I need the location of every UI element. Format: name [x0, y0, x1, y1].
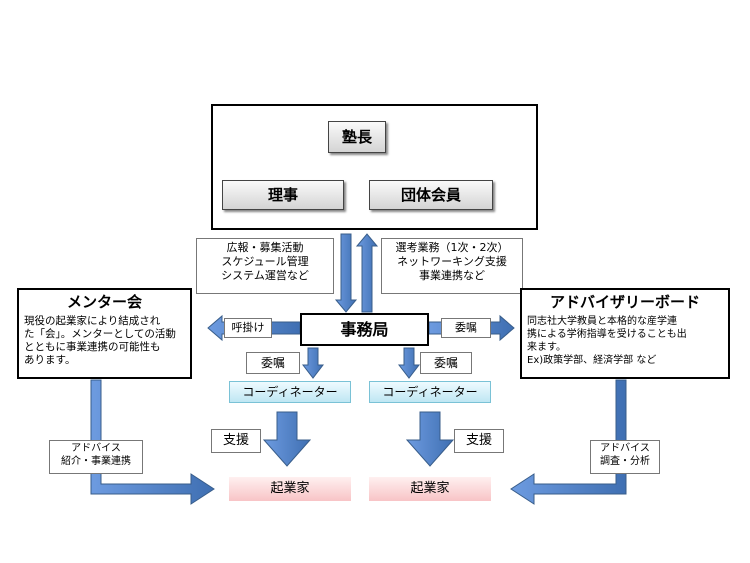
mentor-line: あります。: [24, 354, 76, 366]
advice-left-line: アドバイス: [71, 443, 121, 454]
advice-right-line: 調査・分析: [600, 455, 650, 467]
arrow-mentor-to-kigyoka: [90, 379, 215, 505]
advice-left-label: アドバイス 紹介・事業連携: [49, 440, 143, 474]
coordinator-right: コーディネーター: [369, 381, 491, 403]
riji-box: 理事: [222, 180, 344, 210]
down-activities-line: スケジュール管理: [221, 254, 309, 268]
advice-left-line: 紹介・事業連携: [61, 455, 131, 467]
up-activities-line: 選考業務（1次・2次）: [395, 241, 509, 254]
shien-left-label: 支援: [211, 429, 261, 453]
ishoku-center-label: 委嘱: [420, 352, 472, 374]
arrow-down-to-jimukyoku: [334, 233, 358, 313]
up-activities-line: 事業連携など: [419, 268, 485, 282]
shien-right-label: 支援: [454, 429, 504, 453]
mentor-body: 現役の起業家により結成され た「会」。メンターとしての活動 とともに事業連携の可…: [24, 315, 185, 367]
arrow-down-coordinator-left: [301, 347, 325, 379]
kigyoka-left: 起業家: [229, 477, 351, 501]
advisory-line: 来ます。: [527, 342, 566, 353]
mentor-line: 現役の起業家により結成され: [24, 315, 161, 327]
up-activities-label: 選考業務（1次・2次） ネットワーキング支援 事業連携など: [381, 238, 523, 294]
advisory-line: Ex)政策学部、経済学部 など: [527, 355, 657, 366]
arrow-down-shien-left: [262, 411, 312, 467]
arrow-down-shien-right: [405, 411, 455, 467]
advisory-line: 同志社大学教員と本格的な産学連: [527, 316, 677, 327]
jimukyoku-box: 事務局: [300, 313, 429, 346]
mentor-line: とともに事業連携の可能性も: [24, 341, 161, 353]
ishoku-right-label: 委嘱: [441, 318, 491, 338]
down-activities-line: システム運営など: [221, 268, 309, 282]
advisory-body: 同志社大学教員と本格的な産学連 携による学術指導を受けることも出 来ます。 Ex…: [527, 315, 723, 367]
advisory-line: 携による学術指導を受けることも出: [527, 329, 687, 340]
advisory-title: アドバイザリーボード: [549, 293, 700, 311]
dantai-kaiin-box: 団体会員: [369, 180, 493, 210]
advisory-board-box: アドバイザリーボード 同志社大学教員と本格的な産学連 携による学術指導を受けるこ…: [520, 288, 730, 379]
advice-right-line: アドバイス: [600, 443, 650, 454]
down-activities-line: 広報・募集活動: [226, 241, 304, 254]
arrow-up-to-top: [355, 233, 379, 313]
up-activities-line: ネットワーキング支援: [397, 254, 507, 268]
mentor-title: メンター会: [66, 293, 142, 311]
kigyoka-right: 起業家: [369, 477, 491, 501]
coordinator-left: コーディネーター: [229, 381, 351, 403]
arrow-down-coordinator-right: [397, 347, 421, 379]
advice-right-label: アドバイス 調査・分析: [590, 440, 660, 474]
arrow-advisory-to-kigyoka: [510, 379, 627, 505]
ishoku-left-label: 委嘱: [246, 352, 300, 374]
mentor-box: メンター会 現役の起業家により結成され た「会」。メンターとしての活動 とともに…: [17, 288, 192, 379]
down-activities-label: 広報・募集活動 スケジュール管理 システム運営など: [196, 238, 334, 294]
mentor-line: た「会」。メンターとしての活動: [24, 328, 176, 340]
jukucho-box: 塾長: [328, 121, 386, 153]
yobikake-label: 呼掛け: [224, 318, 272, 338]
